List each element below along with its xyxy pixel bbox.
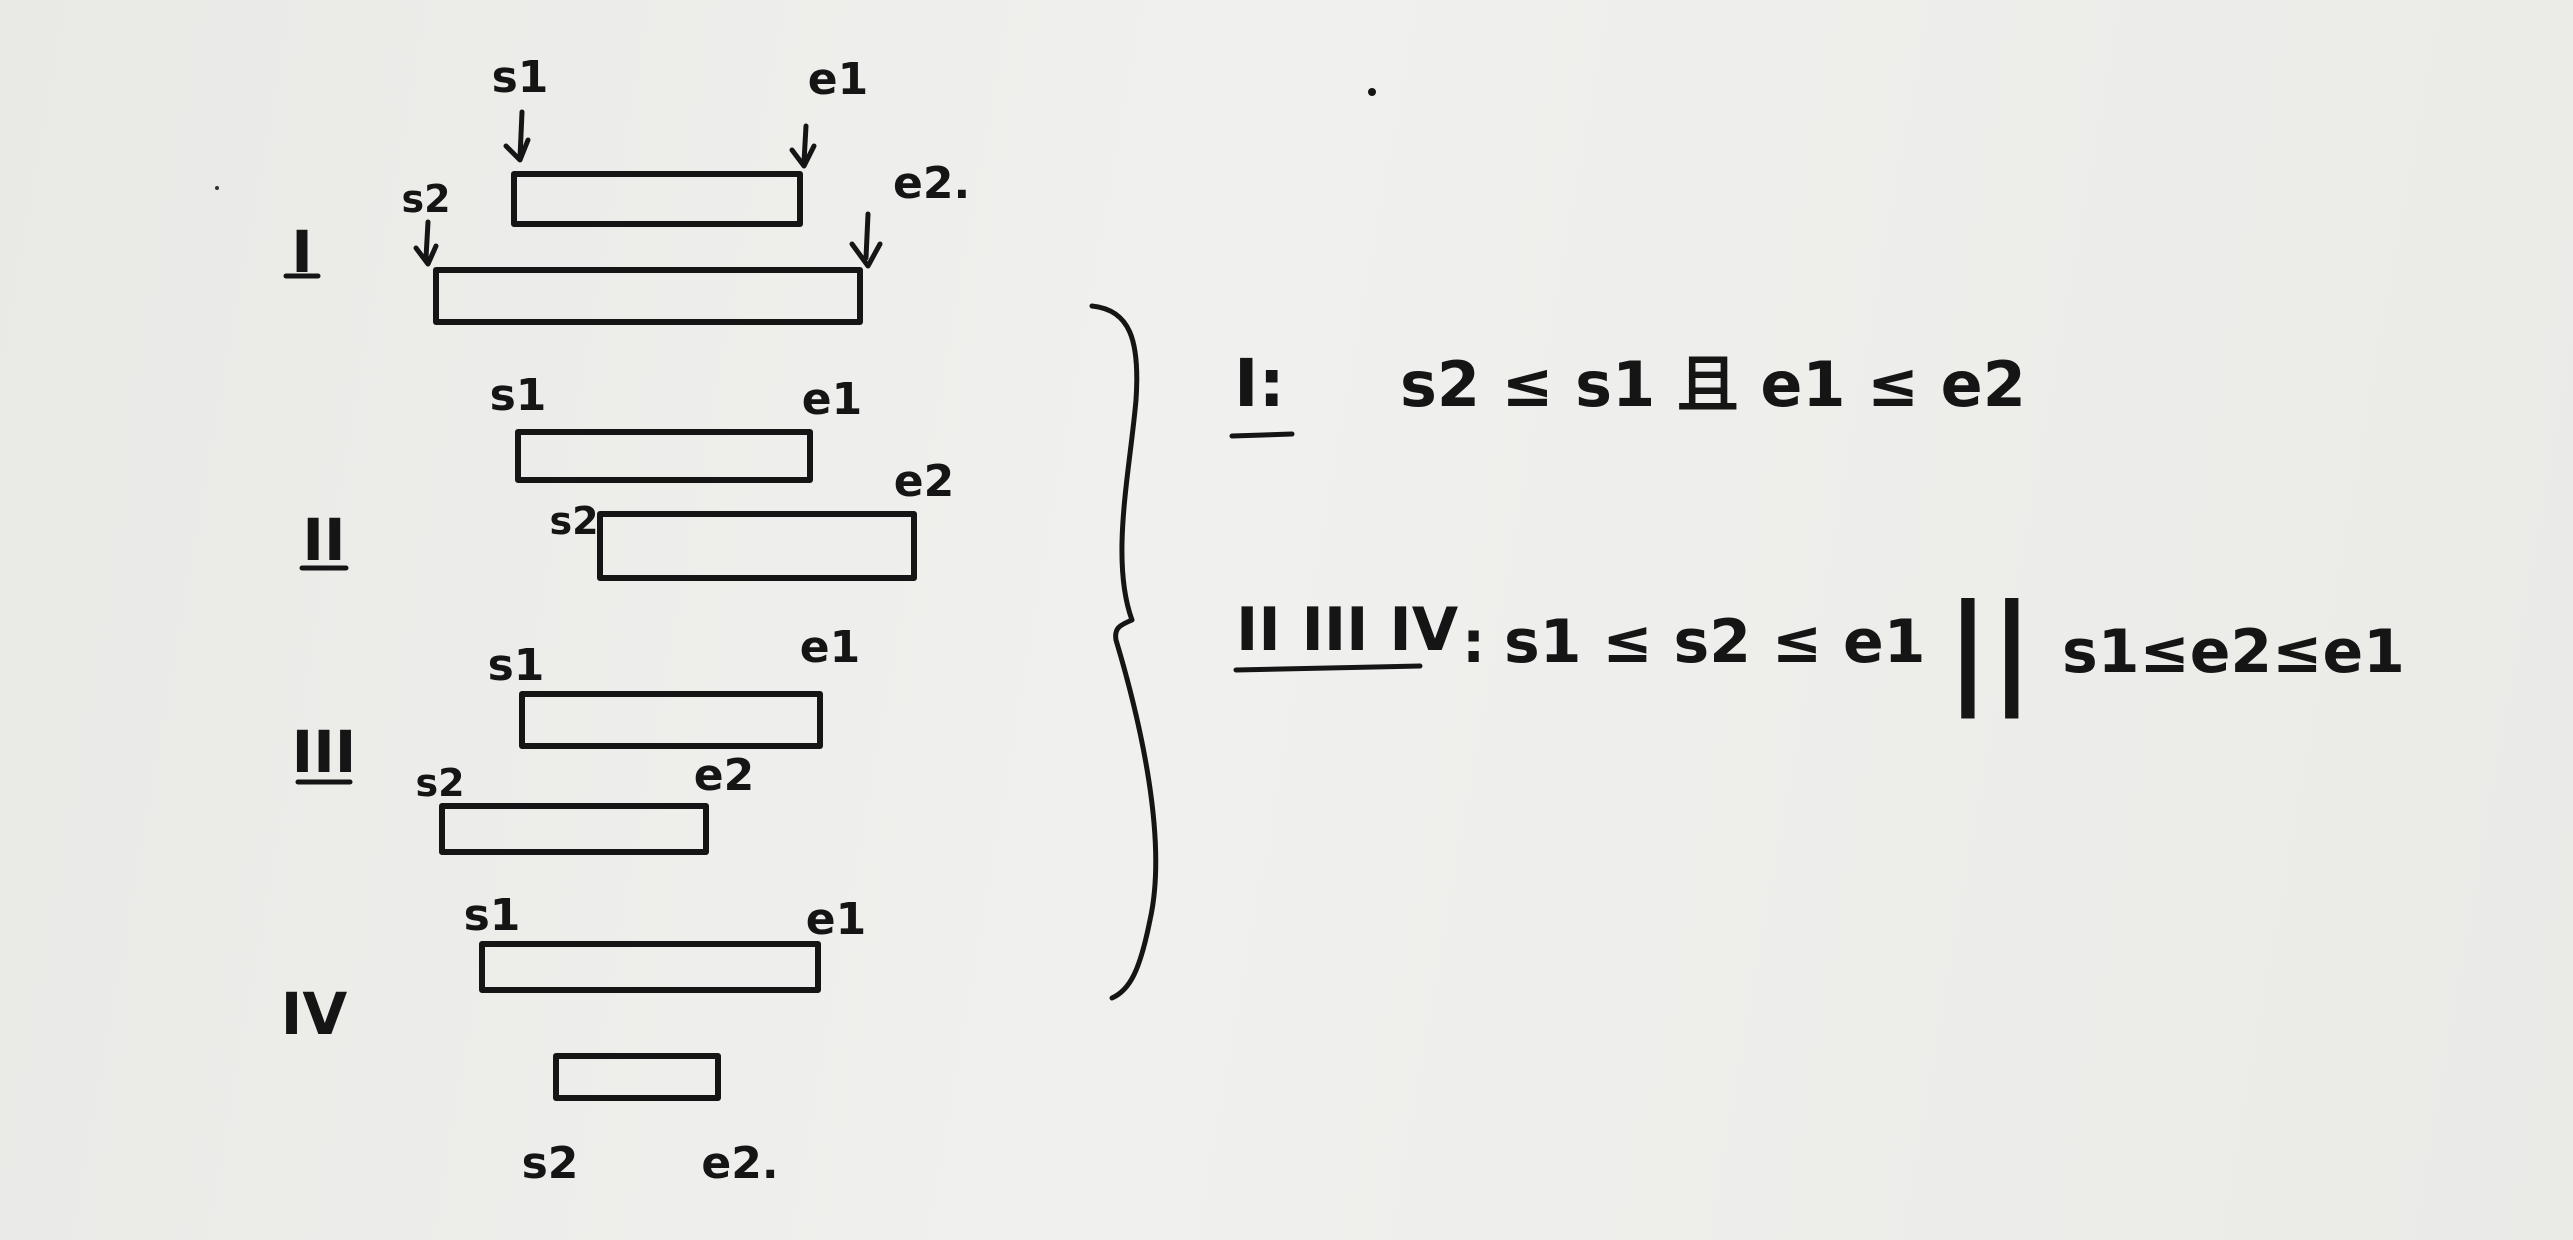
pen-dot — [1368, 88, 1376, 96]
s1-label: s1 — [488, 640, 545, 691]
condition-cases-2-3-4: II III IV : s1 ≤ s2 ≤ e1 || s1≤e2≤e1 — [1233, 580, 2405, 719]
interval-1 — [479, 941, 821, 993]
interval-2 — [597, 511, 917, 581]
interval-1 — [515, 429, 813, 483]
e2-arrow — [849, 211, 883, 269]
condition-expression-a: s1 ≤ s2 ≤ e1 — [1504, 607, 1925, 677]
condition-label: II III IV — [1236, 595, 1459, 665]
case-2: II s1 e1 s2 e2 — [299, 370, 954, 581]
s1-label: s1 — [492, 52, 549, 103]
e2-label: e2 — [694, 750, 754, 801]
condition-separator: : — [1462, 608, 1485, 676]
interval-1 — [519, 691, 823, 749]
or-operator: || — [1946, 580, 2034, 719]
s1-label: s1 — [490, 370, 547, 421]
case-2-numeral: II — [302, 506, 345, 574]
condition-expression: s2 ≤ s1 且 e1 ≤ e2 — [1400, 348, 2026, 421]
case-1: I s1 e1 s2 e2. — [283, 52, 970, 325]
case-1-numeral: I — [291, 218, 313, 286]
interval-2 — [433, 267, 863, 325]
e1-arrow — [789, 123, 817, 169]
interval-2 — [553, 1053, 721, 1101]
label-underline — [1229, 431, 1295, 439]
condition-label: I: — [1234, 345, 1285, 422]
curly-brace — [1089, 303, 1159, 1001]
case-4-numeral: IV — [281, 980, 348, 1048]
s2-label: s2 — [415, 761, 464, 805]
condition-case-1: I: s2 ≤ s1 且 e1 ≤ e2 — [1229, 345, 2026, 439]
interval-2 — [439, 803, 709, 855]
case-3-numeral: III — [292, 718, 357, 786]
e1-label: e1 — [806, 894, 866, 945]
s1-label: s1 — [464, 890, 521, 941]
e1-label: e1 — [808, 54, 868, 105]
e2-label: e2. — [893, 158, 970, 209]
s2-label: s2 — [549, 499, 598, 543]
condition-expression-b: s1≤e2≤e1 — [2062, 617, 2405, 687]
label-underline — [1233, 663, 1423, 673]
e1-label: e1 — [800, 622, 860, 673]
pen-dot — [215, 186, 219, 190]
s1-arrow — [503, 109, 531, 163]
e1-label: e1 — [802, 374, 862, 425]
s2-label: s2 — [522, 1138, 579, 1189]
case-4: IV s1 e1 s2 e2. — [281, 890, 866, 1189]
e2-label: e2 — [894, 456, 954, 507]
s2-arrow — [413, 219, 439, 267]
e2-label: e2. — [701, 1138, 778, 1189]
interval-1 — [511, 171, 803, 227]
case-3: III s1 e1 s2 e2 — [292, 622, 860, 855]
s2-label: s2 — [401, 177, 450, 221]
